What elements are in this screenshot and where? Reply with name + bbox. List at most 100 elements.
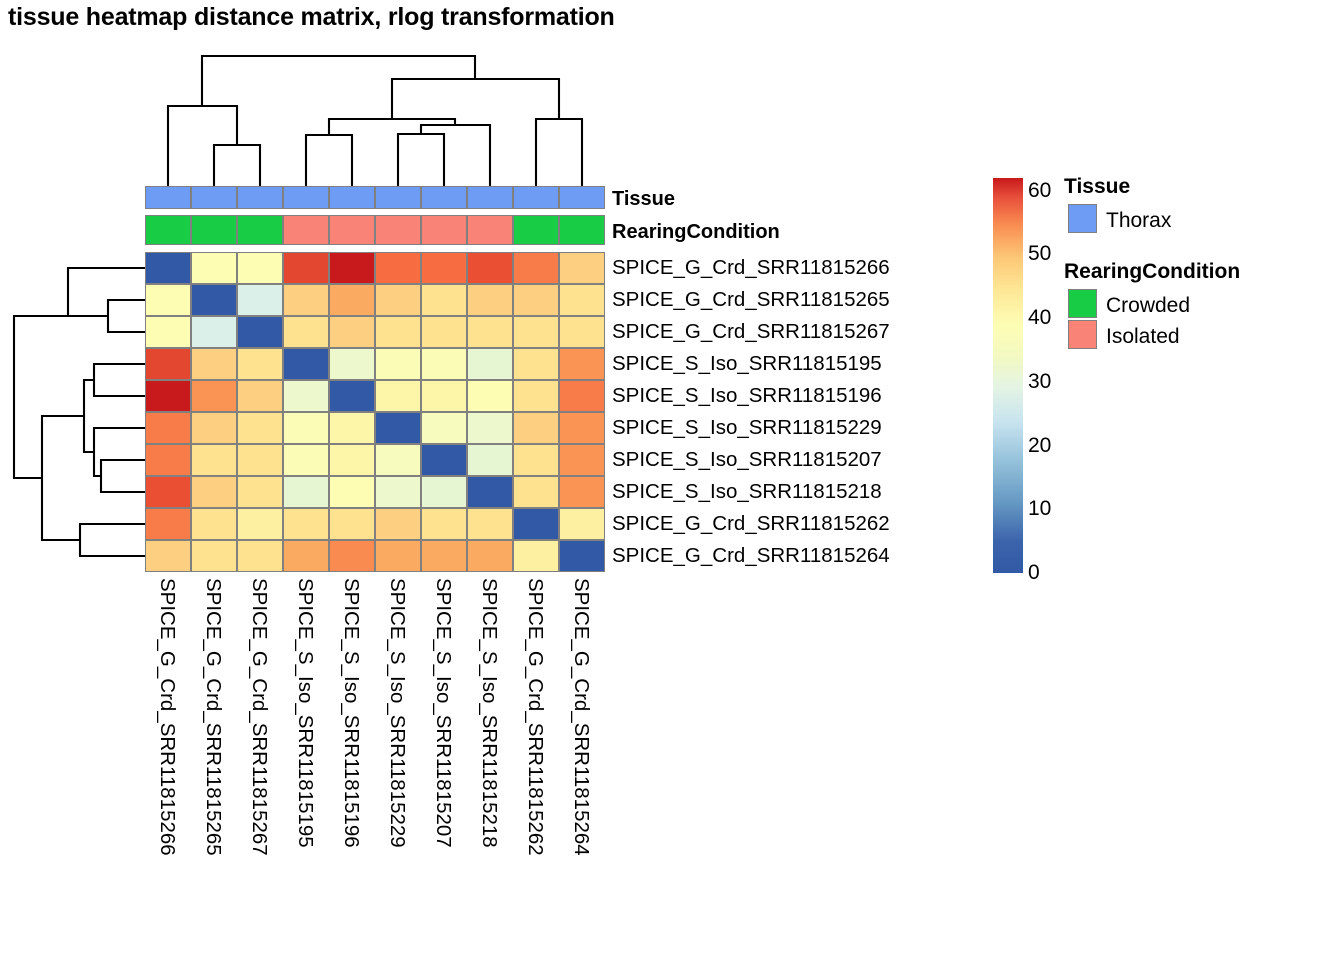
row-tick [131,298,145,302]
heatmap-cell [329,284,375,316]
heatmap-cell [513,252,559,284]
annotation-cell-tissue [467,186,513,209]
heatmap-cell [559,316,605,348]
column-label: SPICE_S_Iso_SRR11815196 [340,578,363,848]
heatmap-cell [283,316,329,348]
colorbar [993,178,1023,573]
heatmap-cell [283,476,329,508]
heatmap-cell [513,316,559,348]
heatmap-cell [513,508,559,540]
annotation-cell-rearing-condition [559,215,605,245]
heatmap-cell [421,284,467,316]
heatmap-cell [467,476,513,508]
annotation-cell-tissue [375,186,421,209]
heatmap-cell [375,508,421,540]
row-label: SPICE_G_Crd_SRR11815262 [612,512,890,535]
row-label: SPICE_S_Iso_SRR11815218 [612,480,882,503]
heatmap-cell [513,444,559,476]
heatmap-cell [329,316,375,348]
column-label: SPICE_G_Crd_SRR11815262 [524,578,547,856]
column-dendrogram [166,54,584,186]
heatmap-cell [145,508,191,540]
colorbar-tick-label: 20 [1028,433,1052,457]
heatmap-cell [421,252,467,284]
row-tick [131,554,145,558]
heatmap-cell [191,476,237,508]
heatmap-cell [513,476,559,508]
heatmap-cell [513,412,559,444]
heatmap-cell [467,252,513,284]
heatmap-cell [191,284,237,316]
annotation-cell-rearing-condition [283,215,329,245]
heatmap-grid [145,252,605,572]
heatmap-cell [191,348,237,380]
heatmap-cell [329,540,375,572]
column-label: SPICE_G_Crd_SRR11815267 [248,578,271,856]
heatmap-cell [283,380,329,412]
heatmap-cell [283,284,329,316]
heatmap-cell [559,252,605,284]
heatmap-cell [237,540,283,572]
heatmap-cell [237,412,283,444]
column-label: SPICE_S_Iso_SRR11815207 [432,578,455,848]
annotation-cell-tissue [237,186,283,209]
column-tick [488,172,492,186]
heatmap-cell [283,348,329,380]
colorbar-tick-label: 40 [1028,306,1052,330]
heatmap-cell [283,444,329,476]
annotation-row-rearing-condition [145,215,605,245]
row-dendrogram [12,266,144,558]
annotation-cell-rearing-condition [421,215,467,245]
heatmap-cell [191,412,237,444]
heatmap-cell [145,284,191,316]
legend-label-crowded: Crowded [1106,294,1191,317]
legend-label-isolated: Isolated [1106,325,1180,348]
heatmap-cell [375,444,421,476]
heatmap-cell [329,348,375,380]
heatmap-cell [513,380,559,412]
row-label: SPICE_G_Crd_SRR11815267 [612,320,890,343]
column-tick [258,172,262,186]
heatmap-cell [191,508,237,540]
heatmap-cell [559,284,605,316]
heatmap-cell [191,444,237,476]
row-tick [131,426,145,430]
heatmap-cell [559,412,605,444]
row-label: SPICE_S_Iso_SRR11815196 [612,384,882,407]
heatmap-cell [559,444,605,476]
column-tick [534,172,538,186]
annotation-cell-tissue [421,186,467,209]
annotation-cell-rearing-condition [513,215,559,245]
annotation-cell-rearing-condition [145,215,191,245]
column-tick [350,172,354,186]
heatmap-cell [421,316,467,348]
row-label: SPICE_S_Iso_SRR11815229 [612,416,882,439]
annotation-cell-rearing-condition [237,215,283,245]
heatmap-cell [421,412,467,444]
annotation-cell-rearing-condition [191,215,237,245]
row-tick [131,458,145,462]
heatmap-cell [145,540,191,572]
legend-title-rearingcondition: RearingCondition [1064,260,1241,283]
heatmap-cell [513,540,559,572]
heatmap-cell [237,348,283,380]
heatmap-cell [145,380,191,412]
heatmap-cell [191,316,237,348]
row-tick [131,490,145,494]
annotation-cell-tissue [559,186,605,209]
legend-swatch-isolated [1068,320,1097,349]
page-title: tissue heatmap distance matrix, rlog tra… [8,3,615,31]
heatmap-cell [513,284,559,316]
annotation-row-tissue [145,186,605,209]
column-tick [442,172,446,186]
column-tick [396,172,400,186]
column-tick [304,172,308,186]
heatmap-cell [421,476,467,508]
column-label: SPICE_G_Crd_SRR11815264 [570,578,593,856]
heatmap-cell [559,476,605,508]
heatmap-cell [559,380,605,412]
heatmap-cell [467,380,513,412]
legend-label-thorax: Thorax [1106,209,1172,232]
heatmap-cell [145,412,191,444]
heatmap-cell [421,444,467,476]
